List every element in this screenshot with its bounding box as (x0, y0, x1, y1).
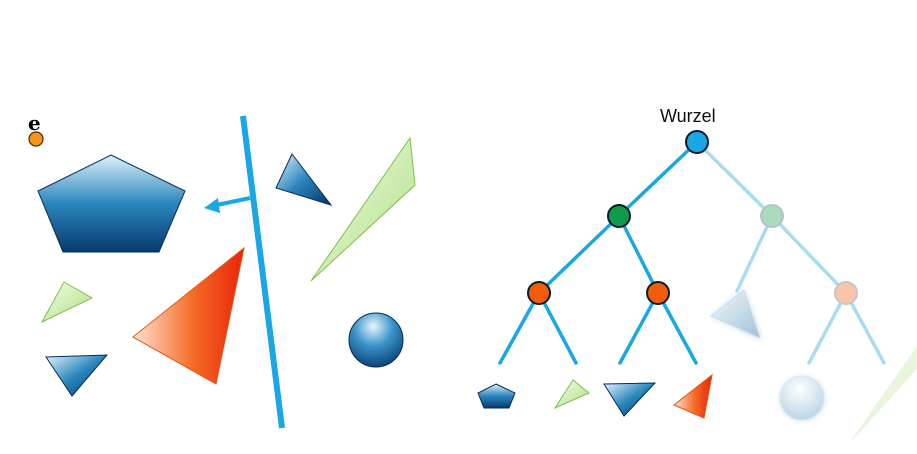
faded-blue-triangle (710, 289, 761, 339)
active-edges (498, 140, 699, 365)
blue-triangle-bottom (45, 354, 109, 397)
blue-sphere (348, 312, 404, 368)
point-e (28, 131, 44, 147)
inner-node-right-faded (760, 204, 784, 228)
faded-edges (695, 140, 886, 365)
long-green-triangle (310, 136, 416, 282)
point-e-label: e (28, 111, 41, 135)
left-panel: e (28, 111, 416, 429)
separating-hyperplane (240, 115, 285, 429)
leaf-green-triangle (553, 379, 590, 410)
root-label: Wurzel (660, 106, 716, 126)
leaf-faded-green-triangle (851, 346, 917, 441)
red-triangle (132, 246, 245, 385)
leaf-pentagon (477, 383, 516, 409)
pentagon-shape (37, 154, 186, 253)
leaf-faded-sphere (779, 375, 825, 421)
root-node (685, 130, 709, 154)
node-left-right (646, 281, 670, 305)
leaf-blue-triangle (603, 382, 657, 417)
node-right-right-faded (834, 281, 858, 305)
leaf-red-triangle (673, 373, 713, 419)
arrow-head (204, 198, 220, 213)
inner-node-left (607, 204, 631, 228)
small-green-triangle (40, 281, 94, 324)
blue-triangle-top (275, 153, 333, 206)
node-left-left (527, 281, 551, 305)
tree: Wurzel (477, 106, 917, 441)
